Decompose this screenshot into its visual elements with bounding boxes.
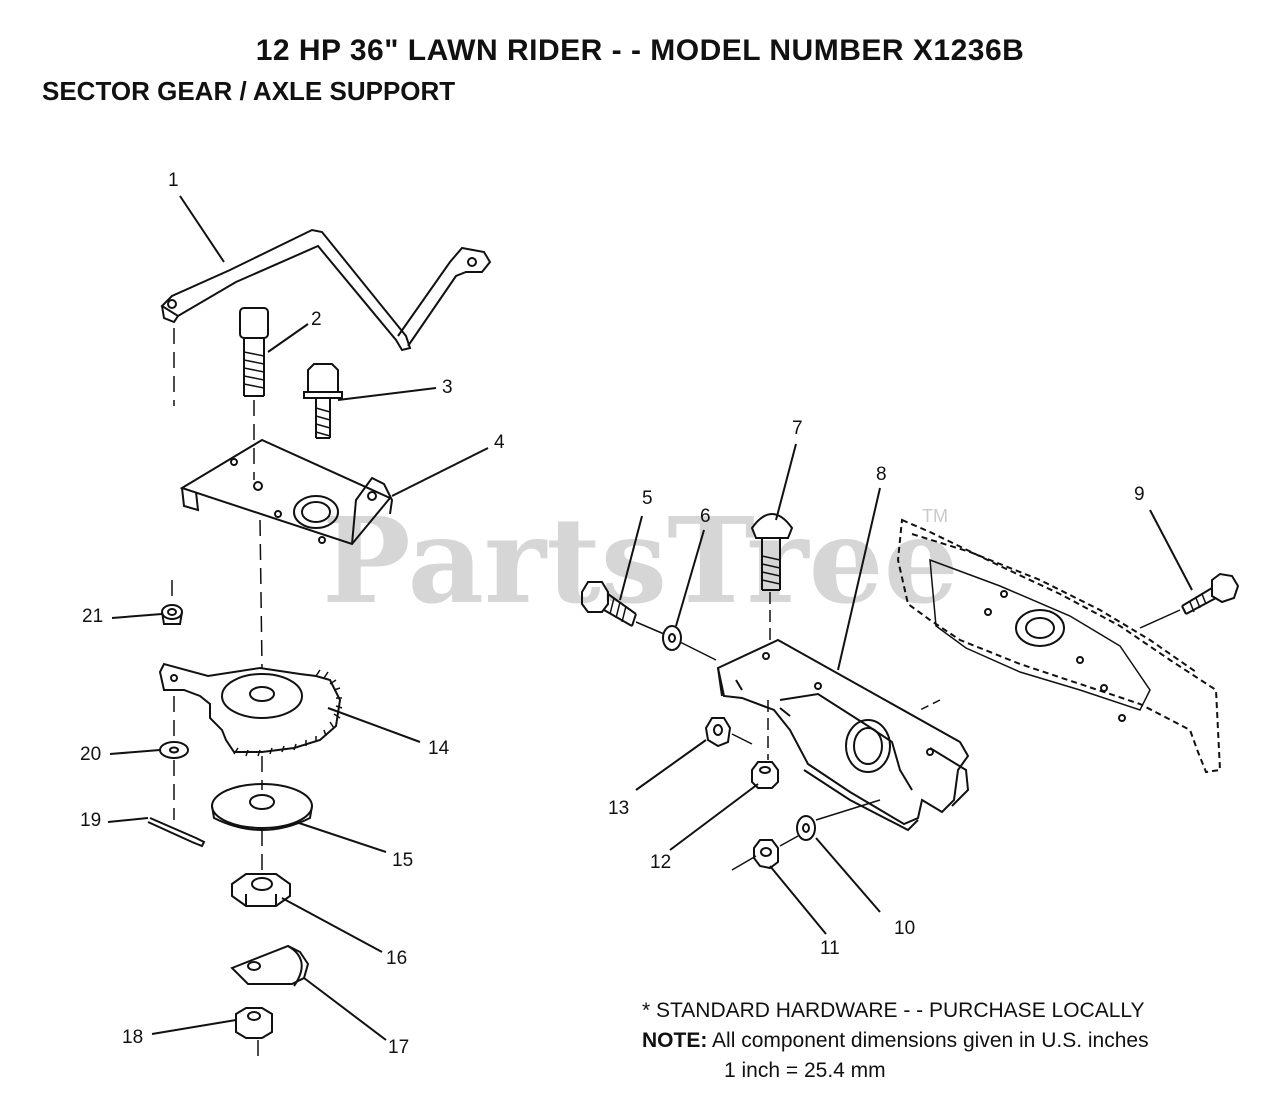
callout-11: 11 <box>820 938 840 959</box>
part-14-sector-gear <box>158 662 343 757</box>
diagram-title: 12 HP 36" LAWN RIDER - - MODEL NUMBER X1… <box>255 34 1025 67</box>
callout-3: 3 <box>442 377 453 398</box>
part-18-nut <box>235 1007 273 1039</box>
callout-10: 10 <box>894 918 915 939</box>
part-17-clip <box>230 944 310 987</box>
part-19-cotter-pin <box>147 817 206 848</box>
note-text: All component dimensions given in U.S. i… <box>712 1029 1149 1052</box>
callout-7: 7 <box>792 418 803 439</box>
frame-rail-outline <box>896 518 1222 774</box>
part-11-nut <box>753 839 779 870</box>
part-9-bolt <box>1181 572 1240 615</box>
callout-15: 15 <box>392 850 413 871</box>
callout-6: 6 <box>700 506 711 527</box>
part-1-drag-link <box>160 228 492 352</box>
notes-block: * STANDARD HARDWARE - - PURCHASE LOCALLY… <box>642 996 1149 1086</box>
part-16-hex-nut <box>231 873 291 907</box>
callout-20: 20 <box>80 744 101 765</box>
part-8-axle-support <box>716 638 970 832</box>
diagram-subtitle: SECTOR GEAR / AXLE SUPPORT <box>42 76 456 106</box>
frame-rail <box>929 558 1151 722</box>
callout-18: 18 <box>122 1027 143 1048</box>
part-13-nut <box>704 717 732 748</box>
callout-17: 17 <box>388 1037 409 1058</box>
part-3-hex-bolt <box>303 363 343 439</box>
part-6-washer <box>662 625 682 651</box>
callout-19: 19 <box>80 810 101 831</box>
part-7-carriage-bolt <box>750 513 794 591</box>
callout-4: 4 <box>494 432 505 453</box>
part-10-washer <box>796 815 816 841</box>
part-21-nut <box>161 604 183 625</box>
note-label: NOTE: <box>642 1029 708 1052</box>
callout-14: 14 <box>428 738 450 759</box>
part-15-washer <box>211 783 313 831</box>
callout-13: 13 <box>608 798 629 819</box>
callout-21: 21 <box>82 606 103 627</box>
callout-5: 5 <box>642 488 653 509</box>
part-20-washer <box>159 741 189 759</box>
watermark-trademark: TM <box>922 506 948 526</box>
conversion-note: 1 inch = 25.4 mm <box>724 1059 886 1082</box>
callout-1: 1 <box>168 170 179 191</box>
part-4-bracket <box>179 438 394 546</box>
part-5-hex-bolt <box>581 581 637 627</box>
callout-16: 16 <box>386 948 407 969</box>
callout-9: 9 <box>1134 484 1145 505</box>
part-12-nut <box>751 761 779 789</box>
callout-12: 12 <box>650 852 671 873</box>
callout-8: 8 <box>876 464 887 485</box>
callout-2: 2 <box>311 309 322 330</box>
part-2-bolt <box>239 307 269 397</box>
dimensions-note: NOTE: All component dimensions given in … <box>642 1026 1149 1056</box>
standard-hardware-note: * STANDARD HARDWARE - - PURCHASE LOCALLY <box>642 999 1145 1022</box>
